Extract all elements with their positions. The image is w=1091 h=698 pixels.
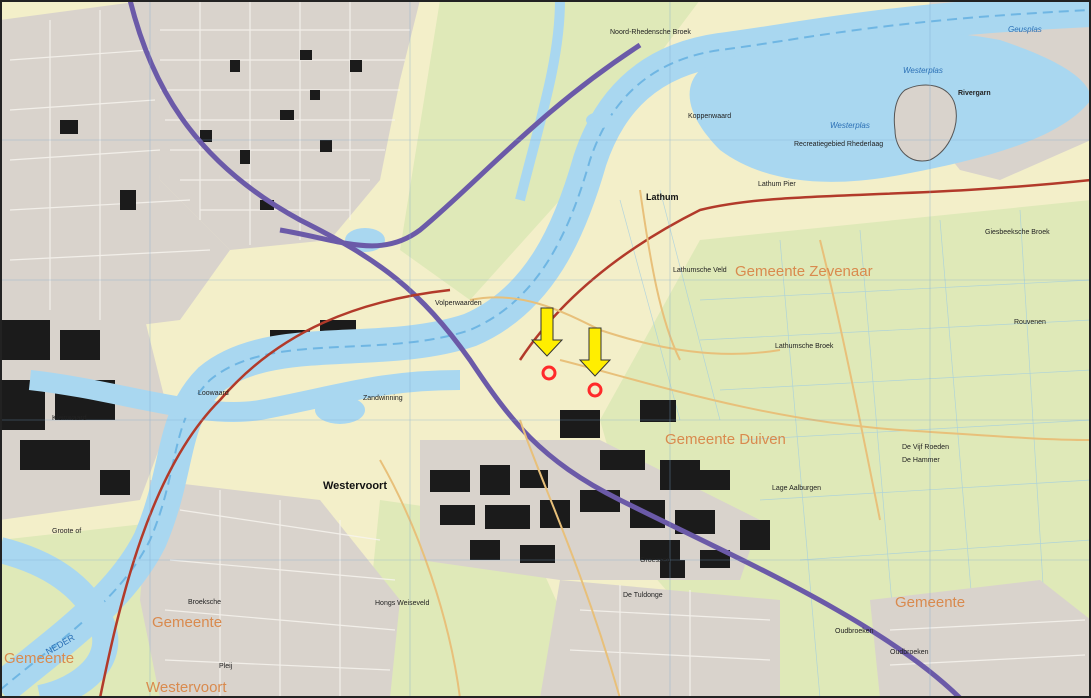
label-oudbroeken-1: Oudbroeken bbox=[835, 628, 874, 635]
label-de-tuldonge: De Tuldonge bbox=[623, 592, 663, 599]
highways bbox=[127, 0, 962, 698]
railways bbox=[98, 178, 1091, 698]
label-gemeente-bottom-left: Gemeente bbox=[152, 614, 222, 631]
map-labels: Gemeente Zevenaar Gemeente Duiven Gemeen… bbox=[4, 25, 1050, 696]
label-de-vijf-roeden: De Vijf Roeden bbox=[902, 444, 949, 451]
arrow-2-icon bbox=[578, 327, 612, 377]
label-westerplas-1: Westerplas bbox=[903, 66, 943, 75]
buildings bbox=[0, 50, 770, 578]
arrow-1-icon bbox=[530, 307, 564, 357]
label-geusplas: Geusplas bbox=[1008, 25, 1042, 34]
site-marker-2[interactable] bbox=[587, 382, 603, 398]
label-noord-rhedensche-broek: Noord-Rhedensche Broek bbox=[610, 29, 691, 36]
label-gemeente-duiven: Gemeente Duiven bbox=[665, 431, 786, 448]
label-gemeente-far-left: Gemeente bbox=[4, 650, 74, 667]
label-volperwaarden: Volperwaarden bbox=[435, 300, 482, 307]
lakes bbox=[315, 31, 1091, 424]
label-loowaard: Loowaard bbox=[198, 390, 229, 397]
label-recreatie: Recreatiegebied Rhederlaag bbox=[794, 141, 883, 148]
label-koppenwaard: Koppenwaard bbox=[688, 113, 731, 120]
local-roads bbox=[379, 189, 1091, 698]
label-rivergarn: Rivergarn bbox=[958, 90, 991, 97]
label-rouvenen: Rouvenen bbox=[1014, 319, 1046, 326]
label-de-hammer: De Hammer bbox=[902, 457, 940, 464]
label-lathum: Lathum bbox=[646, 192, 679, 202]
label-pleij: Pleij bbox=[219, 663, 233, 670]
label-honds-weiseveld: Hongs Weiseveld bbox=[375, 600, 429, 607]
label-kleinwaard: Kleinwaard bbox=[52, 415, 87, 422]
label-gemeente-zevenaar: Gemeente Zevenaar bbox=[735, 263, 873, 280]
label-lage-aalburgen: Lage Aalburgen bbox=[772, 485, 821, 492]
label-lathumsche-broek: Lathumsche Broek bbox=[775, 343, 834, 350]
label-westerplas-2: Westerplas bbox=[830, 121, 870, 130]
label-westervoort-bottom: Westervoort bbox=[146, 679, 227, 696]
arrow-markers bbox=[530, 307, 612, 377]
label-lathumsche-veld: Lathumsche Veld bbox=[673, 267, 727, 274]
label-broeksche: Broeksche bbox=[188, 599, 221, 606]
label-lathumsche-pier: Lathum Pier bbox=[758, 181, 796, 188]
label-oudbroeken-2: Oudbroeken bbox=[890, 649, 929, 656]
site-marker-1[interactable] bbox=[541, 365, 557, 381]
label-giesbeeksche-broek: Giesbeeksche Broek bbox=[985, 229, 1050, 236]
label-zandwinning: Zandwinning bbox=[363, 395, 403, 402]
site-markers[interactable] bbox=[541, 365, 603, 398]
label-groote-of: Groote of bbox=[52, 528, 81, 535]
label-westervoort-town: Westervoort bbox=[323, 480, 387, 492]
label-groessen: Groessen bbox=[640, 557, 670, 564]
label-gemeente-bottom-right: Gemeente bbox=[895, 594, 965, 611]
